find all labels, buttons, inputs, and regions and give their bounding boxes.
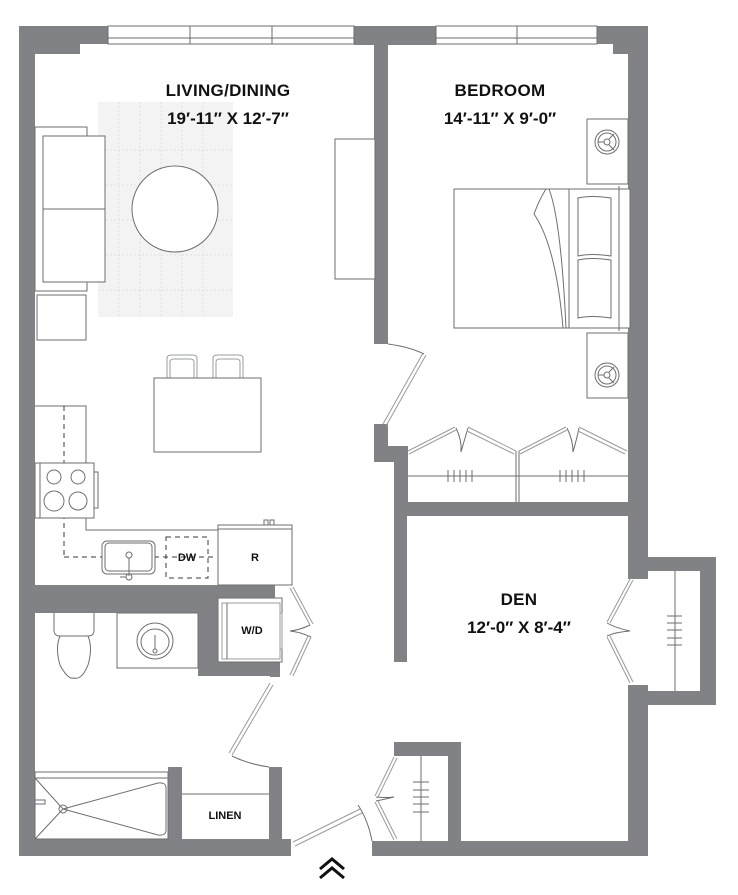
coffee-table [131,165,219,253]
den-closet-right [606,571,682,691]
living-dining-dimensions: 19′-11″ X 12′-7″ [167,109,289,128]
bar-stools [166,354,244,378]
wd-door [289,586,314,677]
kitchen-sink [101,540,156,581]
bedroom-name: BEDROOM [455,81,546,100]
bathroom-door [228,682,274,768]
windows [107,25,598,45]
den-dimensions: 12′-0″ X 8′-4″ [467,618,571,637]
bedroom-closet [407,426,628,502]
entry-door [292,804,373,847]
washer-dryer: W/D [217,597,283,663]
bedroom-dimensions: 14′-11″ X 9′-0″ [444,109,556,128]
bathtub [34,771,169,840]
refrigerator-label: R [251,552,259,564]
den-name: DEN [501,590,538,609]
toilet [53,613,95,679]
kitchen-island [153,377,262,453]
room-label-living-dining: LIVING/DINING 19′-11″ X 12′-7″ [166,81,291,128]
nightstand-bottom [586,332,629,399]
tv-console [334,138,376,280]
stove [34,462,99,519]
bed [453,186,631,331]
room-label-den: DEN 12′-0″ X 8′-4″ [467,590,571,637]
double-chevron-up-icon[interactable] [316,856,348,882]
bathroom-vanity [116,612,199,669]
room-label-bedroom: BEDROOM 14′-11″ X 9′-0″ [444,81,556,128]
den-closet-bottom [374,756,429,841]
living-dining-name: LIVING/DINING [166,81,291,100]
dishwasher-label: DW [178,552,197,564]
bedroom-door [382,343,427,427]
linen-closet: LINEN [182,793,269,822]
nightstand-top [586,118,629,185]
linen-label: LINEN [209,810,242,822]
dishwasher: DW [165,536,209,579]
sofa [34,126,106,292]
refrigerator: R [217,519,293,586]
washer-dryer-label: W/D [241,625,262,637]
side-table [36,294,87,341]
